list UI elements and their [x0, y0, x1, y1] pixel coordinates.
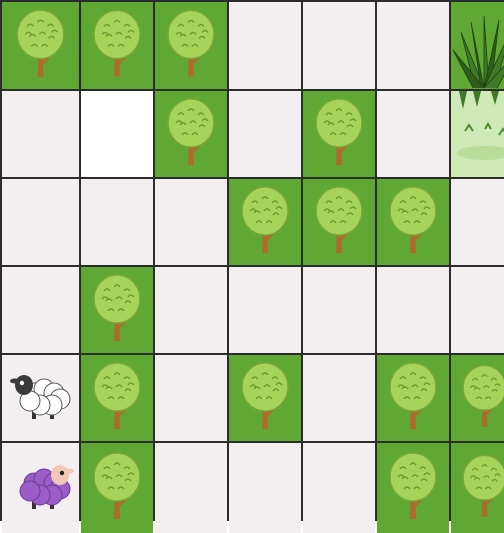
grid-cell-r4-c4 [303, 355, 375, 441]
tree-icon [229, 179, 301, 265]
tree-icon [81, 355, 153, 441]
grid-cell-r0-c5 [377, 2, 449, 89]
grid-cell-r3-c5 [377, 267, 449, 353]
game-board [0, 0, 504, 521]
tree-icon [451, 443, 504, 533]
white-sheep-icon [2, 355, 79, 441]
grid-cell-r3-c1 [81, 267, 153, 353]
grid-cell-r4-c1 [81, 355, 153, 441]
grid-cell-r4-c0 [2, 355, 79, 441]
grid-cell-r5-c4 [303, 443, 375, 533]
grid-cell-r0-c3 [229, 2, 301, 89]
grid-cell-r2-c3 [229, 179, 301, 265]
grid-cell-r4-c6 [451, 355, 504, 441]
grid-cell-r4-c2 [155, 355, 227, 441]
tree-icon [377, 355, 449, 441]
grid-cell-r3-c2 [155, 267, 227, 353]
grid-cell-r5-c3 [229, 443, 301, 533]
purple-sheep-icon [2, 443, 79, 533]
tree-icon [81, 267, 153, 353]
grid-cell-r1-c3 [229, 91, 301, 177]
grid-cell-r2-c6 [451, 179, 504, 265]
grid-cell-r2-c2 [155, 179, 227, 265]
grid-cell-r2-c5 [377, 179, 449, 265]
grid-cell-r0-c0 [2, 2, 79, 89]
grid-cell-r3-c6 [451, 267, 504, 353]
grid-cell-r2-c1 [81, 179, 153, 265]
tree-icon [2, 2, 79, 89]
grid-cell-r1-c1 [81, 91, 153, 177]
grid-cell-r5-c1 [81, 443, 153, 533]
grid-cell-r0-c6 [451, 2, 504, 89]
grid-cell-r4-c3 [229, 355, 301, 441]
grid-cell-r0-c2 [155, 2, 227, 89]
grid-cell-r1-c2 [155, 91, 227, 177]
grid-cell-r3-c0 [2, 267, 79, 353]
tree-icon [229, 355, 301, 441]
tree-icon [155, 2, 227, 89]
grid-cell-r5-c2 [155, 443, 227, 533]
grid-cell-r1-c5 [377, 91, 449, 177]
grid-cell-r3-c4 [303, 267, 375, 353]
tree-icon [377, 443, 449, 533]
grid-cell-r5-c0 [2, 443, 79, 533]
tree-icon [303, 91, 375, 177]
grid-cell-r1-c0 [2, 91, 79, 177]
grid-cell-r0-c4 [303, 2, 375, 89]
tree-icon [303, 179, 375, 265]
grass-icon [451, 2, 504, 89]
grid-cell-r4-c5 [377, 355, 449, 441]
tree-icon [155, 91, 227, 177]
tree-icon [81, 443, 153, 533]
grid-cell-r3-c3 [229, 267, 301, 353]
tree-icon [81, 2, 153, 89]
grid-cell-r2-c4 [303, 179, 375, 265]
tree-icon [377, 179, 449, 265]
goal-grass-tile [451, 91, 504, 177]
grid-cell-r5-c5 [377, 443, 449, 533]
grid-cell-r5-c6 [451, 443, 504, 533]
grid-cell-r1-c4 [303, 91, 375, 177]
grid-cell-r1-c6 [451, 91, 504, 177]
tree-icon [451, 355, 504, 441]
grid-cell-r0-c1 [81, 2, 153, 89]
grid-cell-r2-c0 [2, 179, 79, 265]
